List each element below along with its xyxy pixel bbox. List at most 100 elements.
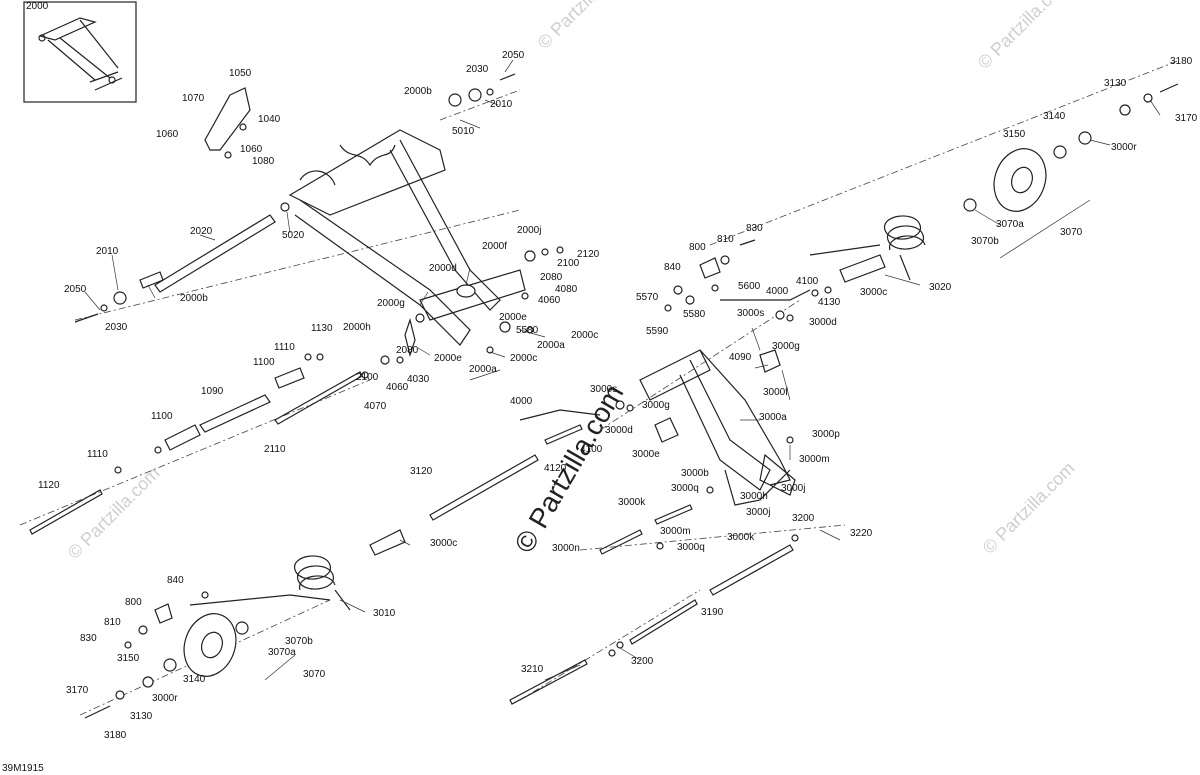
label-3000m-b: 3000m (660, 526, 691, 537)
label-2000b: 2000b (180, 293, 208, 304)
label-800-b: 800 (689, 242, 706, 253)
label-2120: 2120 (577, 249, 600, 260)
label-2100-b: 2100 (356, 372, 379, 383)
label-3220: 3220 (850, 528, 873, 539)
label-5010: 5010 (452, 126, 475, 137)
label-810-a: 810 (104, 617, 121, 628)
label-1100-a: 1100 (253, 357, 275, 368)
label-3000q-b: 3000q (677, 542, 705, 553)
label-3170-a: 3170 (66, 685, 89, 696)
label-2000e-b: 2000e (434, 353, 462, 364)
label-3140-a: 3140 (183, 674, 206, 685)
label-3210: 3210 (521, 664, 544, 675)
label-840-a: 840 (167, 575, 184, 586)
label-3180-b: 3180 (1170, 56, 1193, 67)
label-2030-top: 2030 (466, 64, 489, 75)
label-5580: 5580 (516, 325, 539, 336)
label-3000b: 3000b (681, 468, 709, 479)
label-4090: 4090 (729, 352, 752, 363)
label-3120: 3120 (410, 466, 433, 477)
label-3000j-b: 3000j (746, 507, 770, 518)
label-4060-a: 4060 (538, 295, 561, 306)
label-4000-b: 4000 (510, 396, 533, 407)
label-2000c-a: 2000c (571, 330, 598, 341)
label-2080-b: 2080 (396, 345, 419, 356)
hardware (74, 73, 1179, 719)
label-3200-a: 3200 (792, 513, 815, 524)
label-4000-a: 4000 (766, 286, 789, 297)
label-4100-a: 4100 (796, 276, 819, 287)
label-4060-b: 4060 (386, 382, 409, 393)
label-2000h: 2000h (343, 322, 371, 333)
watermarks: © Partzilla.com © Partzilla.com © Partzi… (64, 0, 1079, 563)
label-3000r-a: 3000r (152, 693, 178, 704)
label-2000a-b: 2000a (469, 364, 497, 375)
part-labels: 1050 1070 1040 1060 1060 1080 2000b 2030… (38, 50, 1198, 741)
label-3070b-b: 3070b (971, 236, 999, 247)
label-3010: 3010 (373, 608, 396, 619)
inset-suspension-sketch (38, 17, 123, 91)
label-3000k-b: 3000k (727, 532, 755, 543)
label-2080-a: 2080 (540, 272, 563, 283)
label-2110: 2110 (264, 444, 286, 455)
label-4070: 4070 (364, 401, 387, 412)
label-3000j-a: 3000j (781, 483, 805, 494)
label-810-b: 810 (717, 234, 734, 245)
label-5590: 5590 (646, 326, 669, 337)
label-3000g-a: 3000g (772, 341, 800, 352)
label-5570: 5570 (636, 292, 659, 303)
watermark-bottom-right: © Partzilla.com (979, 458, 1079, 558)
label-3200-b: 3200 (631, 656, 654, 667)
label-4120: 4120 (544, 463, 567, 474)
label-1100-b: 1100 (151, 411, 173, 422)
label-3000c-a: 3000c (430, 538, 457, 549)
inset-label: 2000 (26, 1, 49, 12)
label-1120: 1120 (38, 480, 60, 491)
label-3070a-a: 3070a (268, 647, 296, 658)
inset-frame (23, 1, 137, 103)
label-3190: 3190 (701, 607, 724, 618)
label-2050: 2050 (64, 284, 87, 295)
label-3130-b: 3130 (1104, 78, 1127, 89)
label-1060-b: 1060 (240, 144, 263, 155)
label-5580-b: 5580 (683, 309, 706, 320)
label-3070-b: 3070 (1060, 227, 1083, 238)
label-3000r-b: 3000r (1111, 142, 1137, 153)
idler-wheels (183, 148, 1047, 677)
label-1080: 1080 (252, 156, 275, 167)
front-arm-assembly (288, 129, 526, 358)
label-1070: 1070 (182, 93, 205, 104)
label-3070-a: 3070 (303, 669, 326, 680)
watermark-bottom-left: © Partzilla.com (64, 463, 164, 563)
label-3000p: 3000p (812, 429, 840, 440)
label-2010-top: 2010 (490, 99, 513, 110)
label-3000c-b: 3000c (860, 287, 887, 298)
label-2100-a: 2100 (557, 258, 580, 269)
label-2030: 2030 (105, 322, 128, 333)
label-3000h: 3000h (740, 491, 768, 502)
label-3000m-a: 3000m (799, 454, 830, 465)
tubes-and-sleeves (139, 254, 886, 556)
label-1060-a: 1060 (156, 129, 179, 140)
label-3000q-a: 3000q (671, 483, 699, 494)
leader-lines (84, 59, 1161, 681)
label-3130-a: 3130 (130, 711, 153, 722)
torsion-springs (294, 215, 926, 611)
label-3070b-a: 3070b (285, 636, 313, 647)
label-2020: 2020 (190, 226, 213, 237)
label-3150-a: 3150 (117, 653, 140, 664)
label-1110-a: 1110 (274, 342, 295, 353)
label-5020: 5020 (282, 230, 305, 241)
label-1130: 1130 (311, 323, 333, 334)
label-3000k-a: 3000k (618, 497, 646, 508)
watermark-top-center: © Partzilla.com (534, 0, 634, 53)
label-1040: 1040 (258, 114, 281, 125)
label-3000n: 3000n (552, 543, 580, 554)
label-2000g: 2000g (377, 298, 405, 309)
label-4080: 4080 (555, 284, 578, 295)
label-1090: 1090 (201, 386, 224, 397)
label-3000f: 3000f (763, 387, 788, 398)
label-840-b: 840 (664, 262, 681, 273)
label-2000c-b: 2000c (510, 353, 537, 364)
